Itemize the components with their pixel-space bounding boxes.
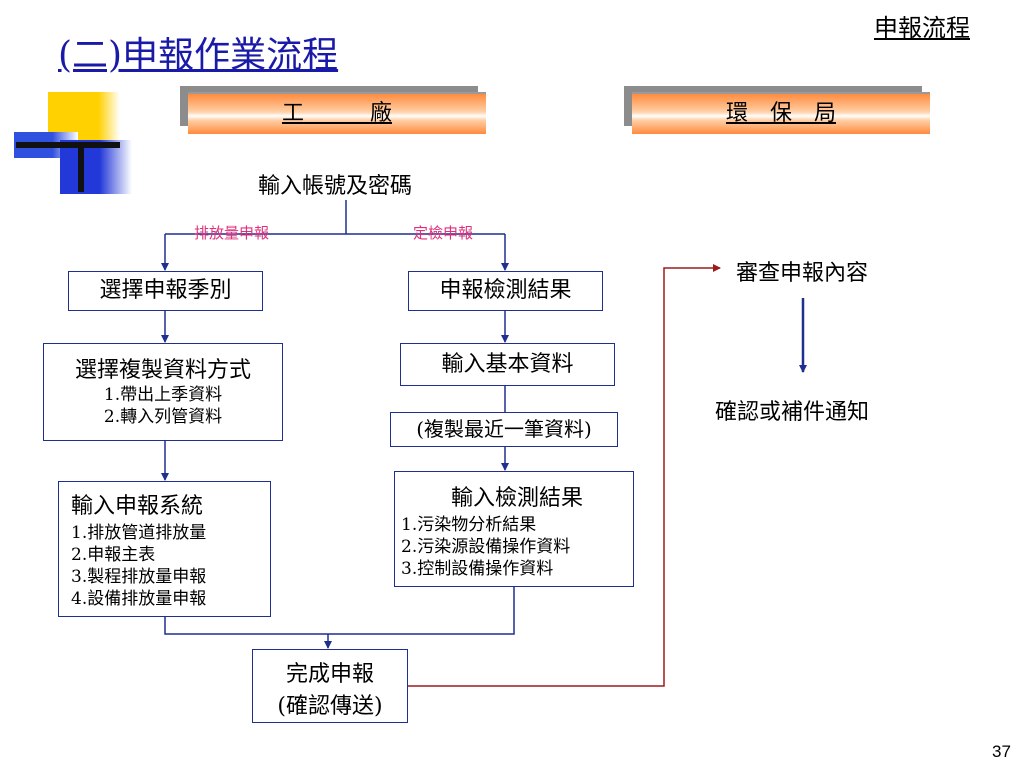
copy-method-box: 選擇複製資料方式 1.帶出上季資料 2.轉入列管資料 — [43, 343, 283, 441]
epa-header: 環 保 局 — [632, 92, 930, 134]
epa-header-label: 環 保 局 — [725, 101, 836, 126]
notify-step: 確認或補件通知 — [715, 400, 870, 425]
slide-title: (二)申報作業流程 — [58, 35, 339, 76]
copy-method-title: 選擇複製資料方式 — [74, 358, 251, 383]
input-test-box: 輸入檢測結果 1.污染物分析結果 2.污染源設備操作資料 3.控制設備操作資料 — [394, 471, 634, 587]
branch-label-inspection: 定檢申報 — [413, 224, 474, 242]
factory-header: 工 廠 — [188, 92, 486, 134]
input-system-box: 輸入申報系統 1.排放管道排放量 2.申報主表 3.製程排放量申報 4.設備排放… — [58, 481, 271, 617]
basic-data-box: 輸入基本資料 — [400, 343, 615, 386]
logo-decoration — [14, 92, 134, 197]
page-number: 37 — [992, 742, 1011, 761]
report-test-box: 申報檢測結果 — [408, 271, 603, 311]
copy-method-item: 1.帶出上季資料 — [103, 385, 223, 405]
input-system-item: 4.設備排放量申報 — [71, 589, 207, 609]
flow-link[interactable]: 申報流程 — [874, 14, 970, 42]
input-test-item: 2.污染源設備操作資料 — [401, 537, 571, 557]
input-test-title: 輸入檢測結果 — [450, 486, 583, 511]
input-test-item: 1.污染物分析結果 — [401, 515, 537, 535]
input-system-item: 2.申報主表 — [71, 545, 156, 565]
complete-box: 完成申報 (確認傳送) — [252, 649, 408, 723]
logo-black-vertical — [78, 148, 84, 192]
red-connector-to-review — [408, 264, 721, 687]
copy-method-item: 2.轉入列管資料 — [103, 407, 223, 427]
input-system-item: 1.排放管道排放量 — [71, 523, 207, 543]
review-step: 審查申報內容 — [736, 261, 869, 286]
complete-line1: 完成申報 — [285, 662, 374, 687]
merge-left — [164, 587, 515, 635]
factory-header-label: 工 廠 — [281, 101, 392, 126]
login-step: 輸入帳號及密碼 — [258, 174, 413, 199]
select-season-box: 選擇申報季別 — [68, 271, 263, 311]
logo-blue-block-right — [60, 140, 132, 194]
input-test-item: 3.控制設備操作資料 — [401, 559, 554, 579]
complete-line2: (確認傳送) — [277, 694, 383, 719]
copy-recent-box: (複製最近一筆資料) — [390, 412, 618, 447]
branch-label-emission: 排放量申報 — [194, 224, 270, 242]
input-system-item: 3.製程排放量申報 — [71, 567, 207, 587]
input-system-title: 輸入申報系統 — [71, 494, 204, 519]
logo-black-bar — [16, 142, 120, 148]
